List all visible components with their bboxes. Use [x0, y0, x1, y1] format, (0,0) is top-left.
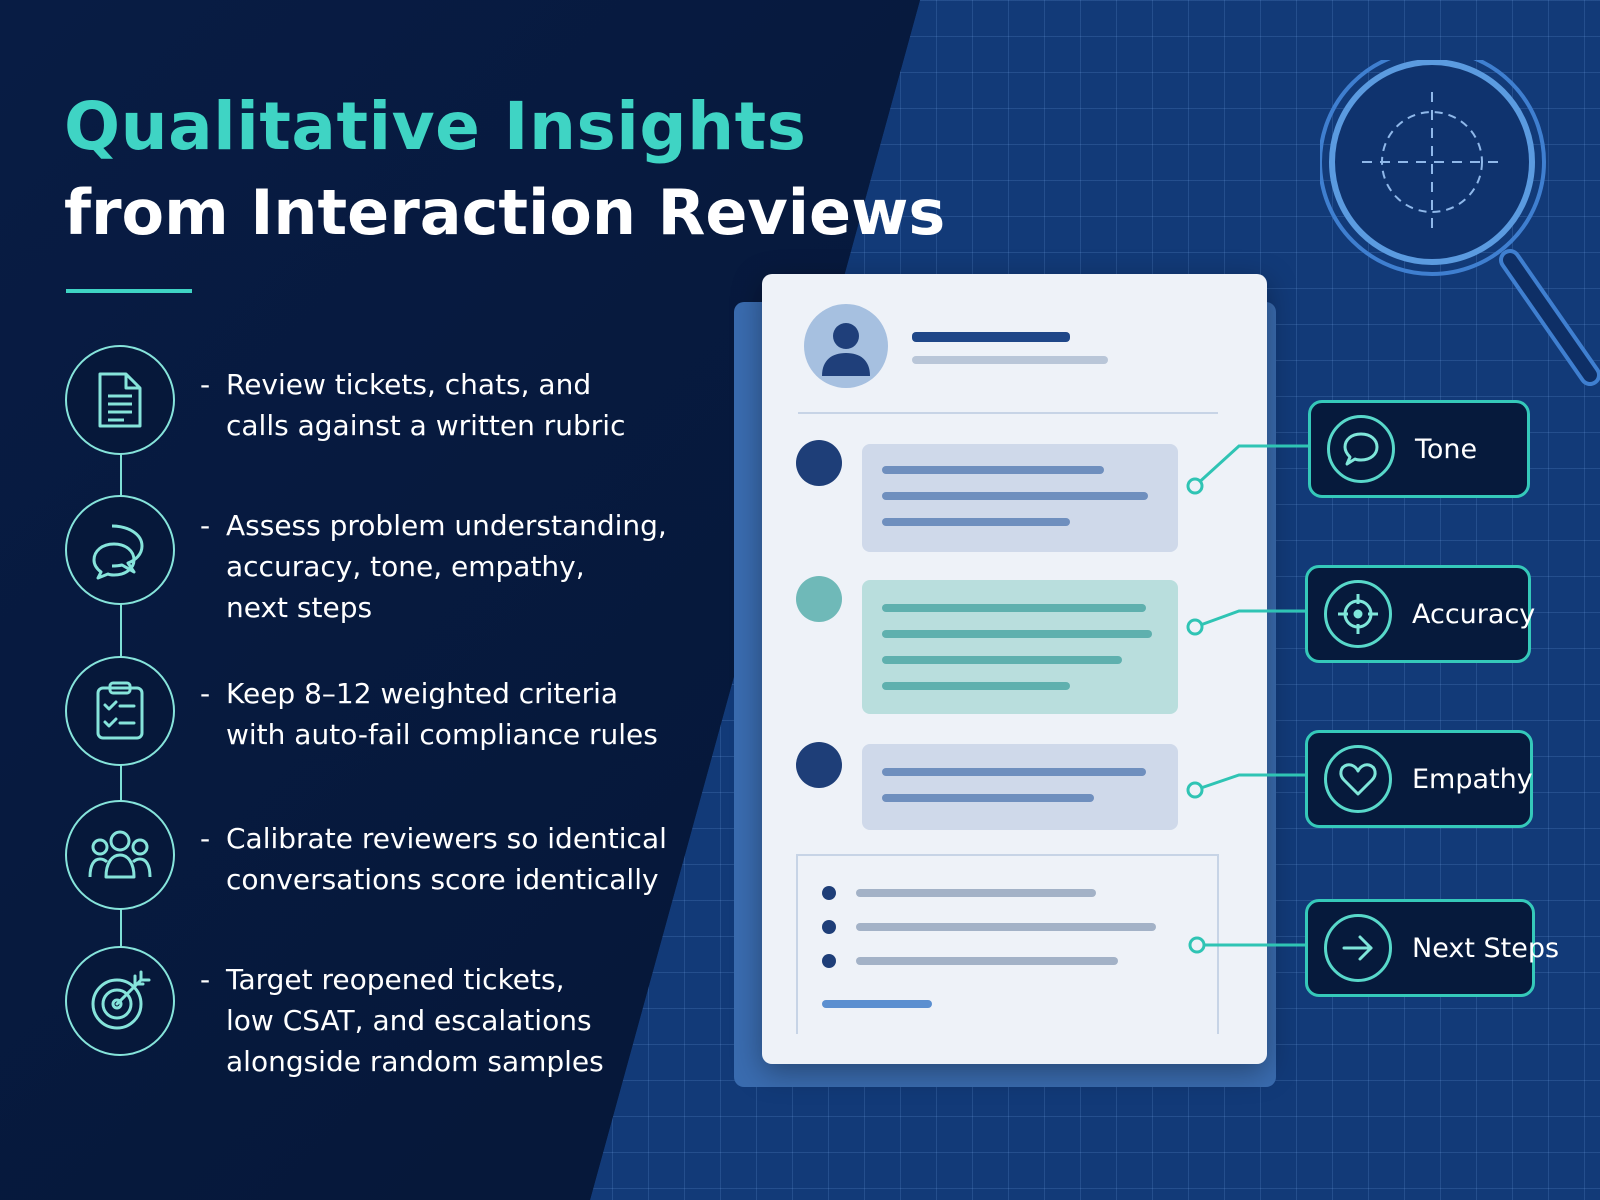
title-underline [66, 289, 192, 293]
tag-accuracy-label: Accuracy [1412, 598, 1536, 630]
tag-next-steps-label: Next Steps [1412, 932, 1560, 964]
title-line-2: from Interaction Reviews [64, 176, 946, 249]
message-1-bubble [862, 444, 1178, 552]
step-5-text: -Target reopened tickets, low CSAT, and … [200, 959, 604, 1082]
arrow-right-icon [1324, 914, 1392, 982]
name-placeholder-bar [912, 332, 1070, 342]
step-1-line-1: Review tickets, chats, and [226, 368, 592, 401]
message-2-avatar-dot [796, 576, 842, 622]
step-4-line-2: conversations score identically [226, 863, 659, 896]
step-2-line-2: accuracy, tone, empathy, [226, 550, 585, 583]
step-1-line-2: calls against a written rubric [226, 409, 626, 442]
step-5-line-3: alongside random samples [226, 1045, 604, 1078]
speech-bubble-icon [1327, 415, 1395, 483]
step-5-line-1: Target reopened tickets, [226, 963, 565, 996]
tag-empathy: Empathy [1305, 730, 1533, 828]
tag-empathy-label: Empathy [1412, 763, 1533, 795]
message-3-avatar-dot [796, 742, 842, 788]
magnifier-icon [1320, 60, 1600, 386]
tag-accuracy: Accuracy [1305, 565, 1535, 663]
subtitle-placeholder-bar [912, 356, 1108, 364]
message-2-bubble [862, 580, 1178, 714]
tag-tone-label: Tone [1415, 433, 1478, 465]
step-2-text: -Assess problem understanding, accuracy,… [200, 505, 667, 628]
step-2-line-3: next steps [226, 591, 373, 624]
step-4-line-1: Calibrate reviewers so identical [226, 822, 667, 855]
crosshair-icon [1324, 580, 1392, 648]
message-3-bubble [862, 744, 1178, 830]
team-icon [65, 800, 175, 910]
target-icon [65, 946, 175, 1056]
document-divider [798, 412, 1218, 414]
step-3-line-1: Keep 8–12 weighted criteria [226, 677, 619, 710]
avatar [804, 304, 888, 388]
document-icon [65, 345, 175, 455]
tag-tone: Tone [1308, 400, 1530, 498]
tag-next-steps: Next Steps [1305, 899, 1559, 997]
interaction-document [762, 274, 1267, 1064]
title-line-1: Qualitative Insights [64, 88, 807, 165]
heart-icon [1324, 745, 1392, 813]
step-4-text: -Calibrate reviewers so identical conver… [200, 818, 667, 900]
step-2-line-1: Assess problem understanding, [226, 509, 667, 542]
step-1-text: -Review tickets, chats, and calls agains… [200, 364, 625, 446]
step-3-line-2: with auto-fail compliance rules [226, 718, 658, 751]
message-1-avatar-dot [796, 440, 842, 486]
checklist-clipboard-icon [65, 656, 175, 766]
chat-bubbles-icon [65, 495, 175, 605]
step-3-text: -Keep 8–12 weighted criteria with auto-f… [200, 673, 658, 755]
step-5-line-2: low CSAT, and escalations [226, 1004, 592, 1037]
